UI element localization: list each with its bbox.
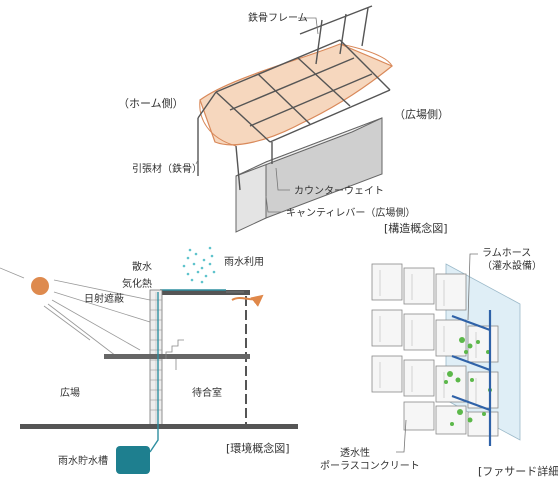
- greenery: [444, 337, 492, 426]
- label-vaporization-heat: 気化熱: [122, 277, 152, 290]
- sun-icon: [31, 277, 49, 295]
- label-waiting-room: 待合室: [192, 386, 222, 399]
- label-lamb-hose-line2: （灌水設備）: [482, 259, 542, 272]
- structure-leaders: [195, 17, 319, 213]
- label-home-side: （ホーム側）: [118, 97, 184, 110]
- rain-water-tank: [116, 446, 150, 474]
- caption-facade: [ファサード詳細]: [478, 464, 558, 478]
- stairs: [165, 339, 184, 370]
- label-sun-shading: 日射遮蔽: [84, 292, 124, 305]
- steel-frame: [197, 5, 391, 191]
- airflow-arrow: [231, 294, 264, 307]
- label-porous-concrete-line1: 透水性: [340, 446, 370, 459]
- structure-diagram: 鉄骨フレーム （ホーム側） （広場側） 引張材（鉄骨） カウンターウェイト キャ…: [118, 5, 449, 235]
- sun-rays: [0, 267, 151, 357]
- label-porous-concrete-line2: ポーラスコンクリート: [320, 460, 420, 472]
- facade-diagram: ラムホース （灌水設備） 透水性 ポーラスコンクリート [ファサード詳細]: [320, 247, 558, 478]
- label-rain-tank: 雨水貯水槽: [58, 454, 108, 467]
- roof-slab: [160, 290, 250, 295]
- label-rain-use: 雨水利用: [224, 256, 264, 268]
- label-counterweight: カウンターウェイト: [294, 185, 384, 197]
- label-plaza-side: （広場側）: [394, 108, 449, 121]
- label-sprinkle: 散水: [132, 260, 152, 273]
- label-plaza: 広場: [60, 386, 80, 399]
- caption-environment: [環境概念図]: [226, 441, 290, 455]
- canopy-edge-plaza: [339, 43, 393, 67]
- label-steel-frame: 鉄骨フレーム: [248, 11, 308, 24]
- caption-structure: [構造概念図]: [384, 221, 448, 235]
- environment-diagram: 散水 気化熱 雨水利用 日射遮蔽 広場 待合室 雨水貯水槽 [環境概念図]: [0, 246, 298, 474]
- label-tension-member: 引張材（鉄骨）: [132, 162, 202, 175]
- label-lamb-hose-line1: ラムホース: [482, 247, 531, 259]
- facade-leaders: [396, 253, 478, 453]
- ground-line: [20, 424, 298, 429]
- mid-floor-slab: [104, 354, 250, 359]
- irrigation-hose: [451, 310, 492, 446]
- rain-drops: [182, 246, 216, 284]
- canopy-membrane: [199, 43, 394, 146]
- water-pipe: [149, 292, 159, 453]
- canopy-edge-home: [199, 99, 237, 147]
- label-cantilever: キャンティレバー（広場側）: [286, 206, 415, 219]
- porous-concrete-blocks: [371, 263, 499, 437]
